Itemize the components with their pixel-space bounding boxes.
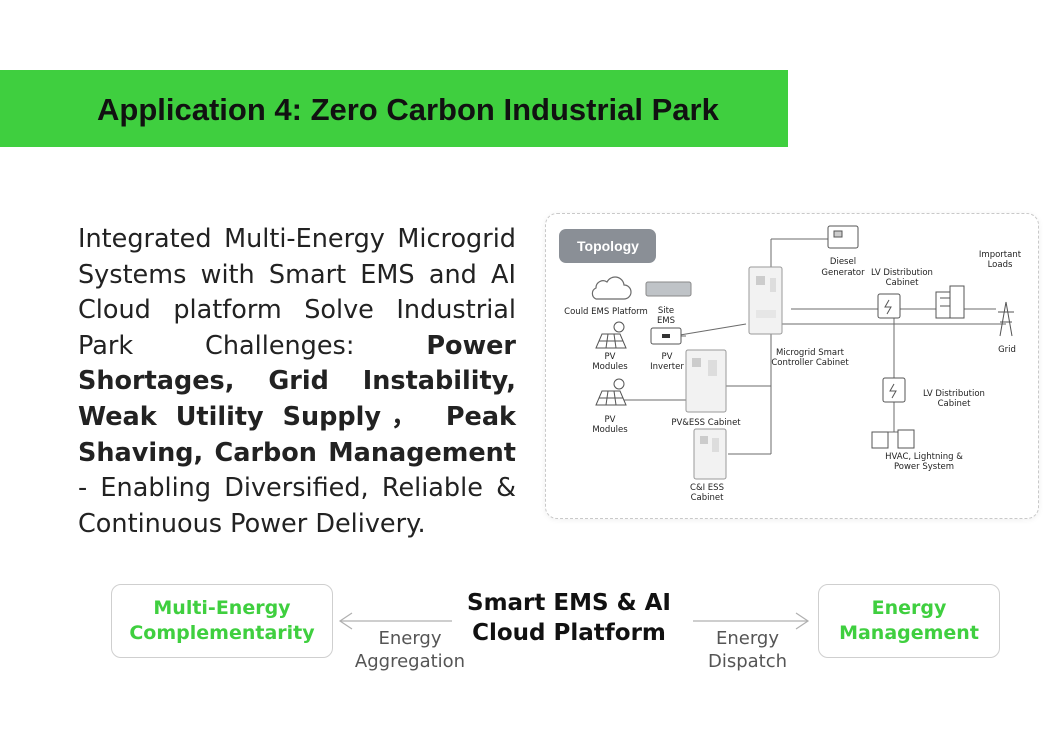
platform-title-1: Smart EMS & AI — [467, 590, 671, 616]
multi-energy-label-1: Multi-Energy — [153, 597, 291, 619]
intro-text-start: Integrated Multi-Energy Microgrid System… — [78, 224, 516, 361]
label-pv-modules-bottom-1: PV — [605, 415, 616, 425]
topology-panel: Topology — [545, 213, 1039, 519]
label-cloud-ems: Could EMS Platform — [564, 307, 648, 317]
topology-badge-label: Topology — [577, 238, 639, 254]
label-hvac-2: Power System — [894, 462, 954, 472]
energy-management-label-2: Management — [839, 622, 979, 644]
label-important-1: Important — [979, 250, 1022, 260]
intro-paragraph: Integrated Multi-Energy Microgrid System… — [78, 222, 516, 542]
energy-management-label-1: Energy — [871, 597, 947, 619]
label-microgrid-1: Microgrid Smart — [776, 348, 845, 358]
right-arrow-head — [795, 612, 810, 630]
microgrid-cabinet-icon — [748, 266, 783, 335]
pv-modules-bottom-icon — [595, 378, 627, 406]
topology-badge — [559, 229, 656, 263]
label-lv-top-1: LV Distribution — [871, 268, 933, 278]
energy-dispatch-line-1: Energy — [715, 628, 780, 649]
lv-cabinet-top-icon — [877, 293, 901, 319]
title-banner: Application 4: Zero Carbon Industrial Pa… — [0, 70, 788, 147]
cloud-icon — [591, 276, 632, 300]
important-loads-icon — [935, 285, 965, 319]
label-pv-modules-top-2: Modules — [592, 362, 628, 372]
label-pv-modules-bottom-2: Modules — [592, 425, 628, 435]
energy-dispatch-line-2: Dispatch — [707, 651, 788, 672]
pv-modules-top-icon — [595, 321, 627, 349]
pv-ess-cabinet-icon — [685, 349, 727, 413]
label-diesel-1: Diesel — [830, 257, 856, 267]
hvac-loads-icon — [871, 429, 915, 449]
label-site-ems-1: Site — [658, 306, 674, 316]
platform-title-2: Cloud Platform — [472, 620, 666, 646]
left-arrow-head — [338, 612, 353, 630]
topology-diagram: Topology — [559, 225, 1022, 503]
label-hvac-1: HVAC, Lightning & — [885, 452, 963, 462]
diesel-generator-icon — [827, 225, 859, 249]
intro-text-end: - Enabling Diversified, Reliable & Conti… — [78, 473, 516, 539]
label-lv-bottom-1: LV Distribution — [923, 389, 985, 399]
label-ci-ess-1: C&I ESS — [690, 483, 724, 493]
ci-ess-cabinet-icon — [693, 428, 727, 480]
platform-title: Smart EMS & AI Cloud Platform — [455, 588, 683, 648]
intro-challenges: Power Shortages, Grid Instability, Weak … — [78, 330, 516, 468]
label-important-2: Loads — [988, 260, 1013, 270]
label-site-ems-2: EMS — [657, 316, 675, 326]
label-pv-inverter-2: Inverter — [650, 362, 684, 372]
topology-connections — [606, 238, 1006, 455]
label-pv-ess-cabinet: PV&ESS Cabinet — [671, 418, 741, 428]
label-grid: Grid — [998, 345, 1016, 355]
label-lv-bottom-2: Cabinet — [938, 399, 972, 409]
energy-dispatch-label: Energy Dispatch — [700, 627, 795, 673]
page-title: Application 4: Zero Carbon Industrial Pa… — [97, 92, 719, 127]
label-lv-top-2: Cabinet — [886, 278, 920, 288]
energy-aggregation-label: Energy Aggregation — [350, 627, 470, 673]
multi-energy-label-2: Complementarity — [129, 622, 315, 644]
label-ci-ess-2: Cabinet — [691, 493, 725, 503]
label-microgrid-2: Controller Cabinet — [771, 358, 849, 368]
label-pv-inverter-1: PV — [662, 352, 673, 362]
energy-aggregation-line-2: Aggregation — [354, 651, 466, 672]
energy-aggregation-line-1: Energy — [378, 628, 442, 649]
label-pv-modules-top-1: PV — [605, 352, 616, 362]
lv-cabinet-bottom-icon — [882, 377, 906, 403]
label-diesel-2: Generator — [821, 268, 865, 278]
grid-tower-icon — [998, 301, 1014, 337]
site-ems-icon — [645, 281, 692, 297]
